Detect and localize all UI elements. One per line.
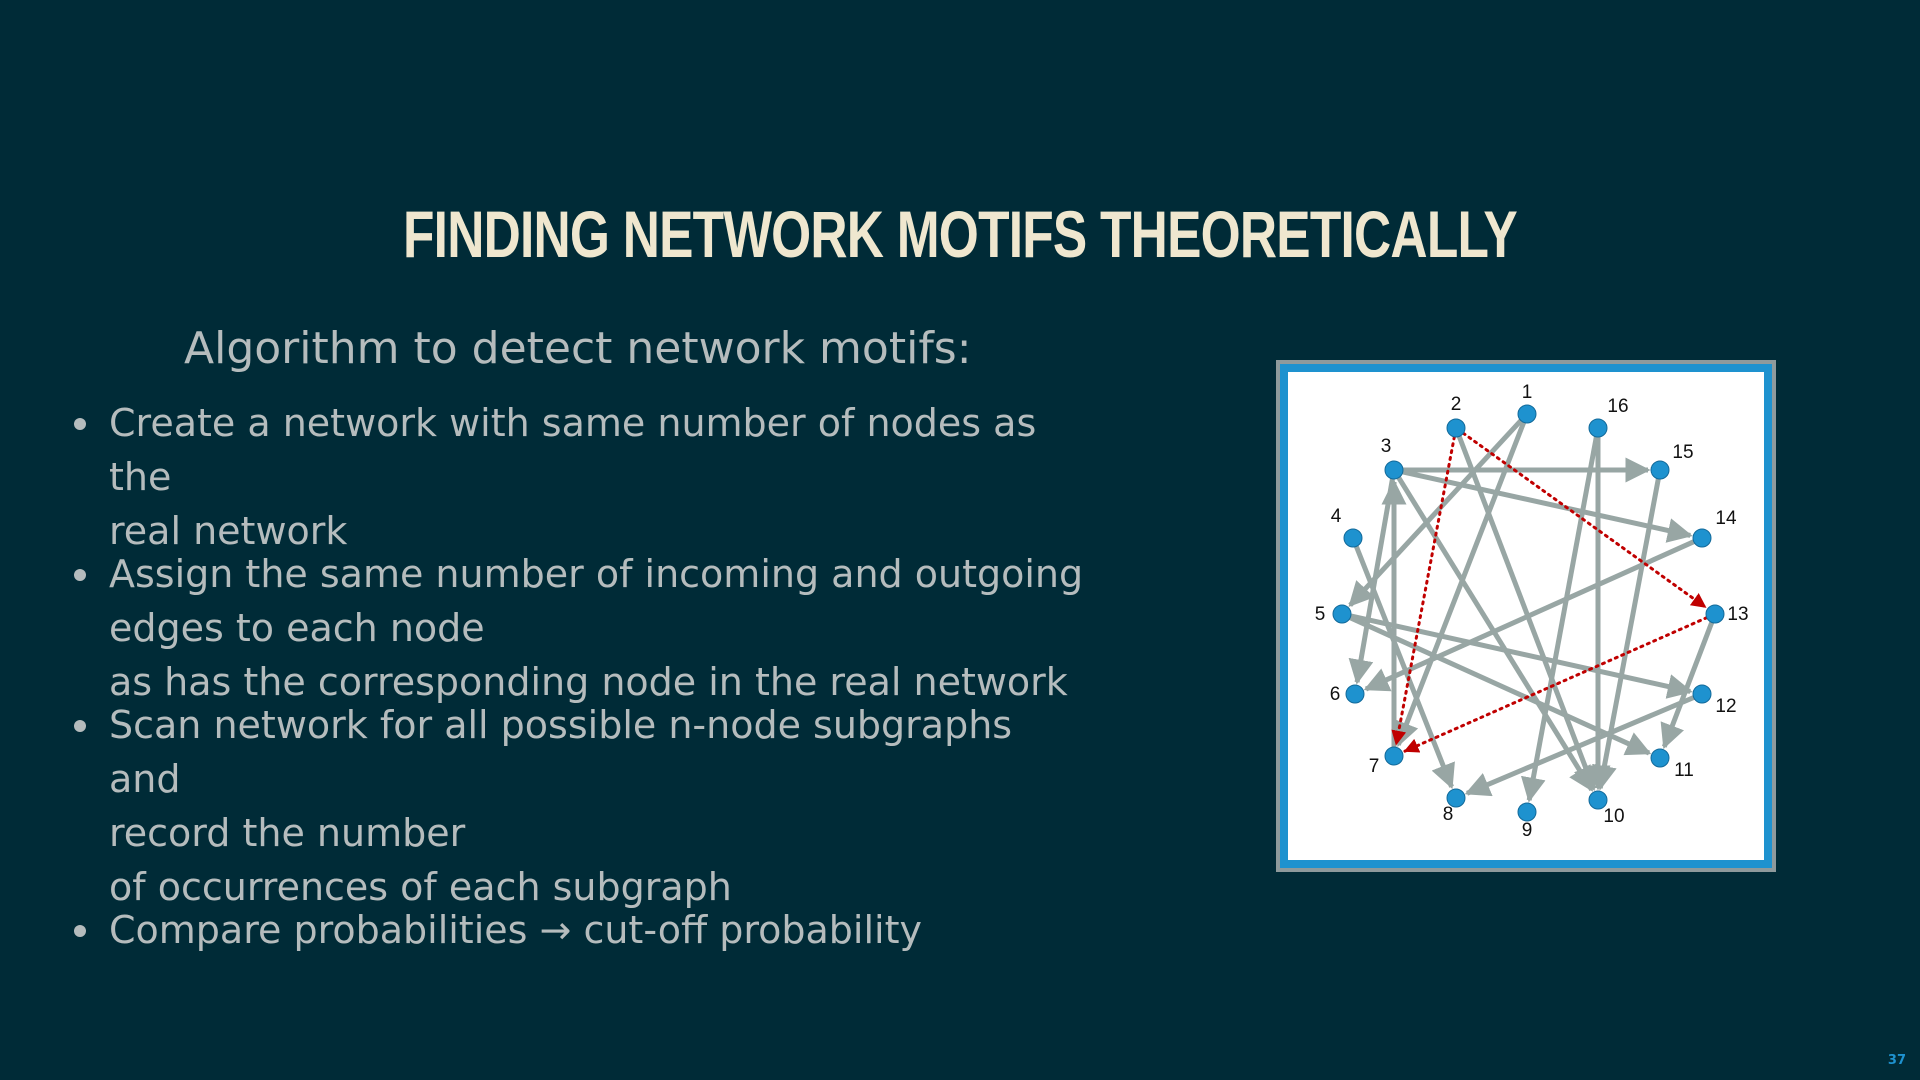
bullet-line: Compare probabilities → cut-off probabil… xyxy=(109,908,922,952)
bullet-line: of occurrences of each subgraph xyxy=(109,865,732,909)
bullet-line: real network xyxy=(109,509,348,553)
bullet-list: Create a network with same number of nod… xyxy=(70,396,1090,952)
node-2 xyxy=(1446,418,1466,438)
node-1 xyxy=(1517,404,1537,424)
bullet-item: Create a network with same number of nod… xyxy=(70,396,1090,558)
slide-subtitle: Algorithm to detect network motifs: xyxy=(184,323,972,374)
bullet-line: Create a network with same number of nod… xyxy=(109,401,1037,499)
page-number: 37 xyxy=(1887,1053,1906,1068)
node-4 xyxy=(1343,528,1363,548)
node-label-5: 5 xyxy=(1315,604,1326,625)
node-label-16: 16 xyxy=(1607,396,1628,417)
node-3 xyxy=(1384,460,1404,480)
node-label-15: 15 xyxy=(1672,442,1693,463)
bullet-item: Scan network for all possible n-node sub… xyxy=(70,698,1090,914)
node-7 xyxy=(1384,746,1404,766)
node-15 xyxy=(1650,460,1670,480)
edge-layer xyxy=(1348,418,1715,803)
edge-1-7 xyxy=(1394,421,1527,748)
node-label-6: 6 xyxy=(1330,684,1341,705)
highlight-edge-layer xyxy=(1391,431,1709,753)
edge-5-12 xyxy=(1350,613,1693,699)
node-label-4: 4 xyxy=(1331,506,1342,527)
node-6 xyxy=(1345,684,1365,704)
node-label-8: 8 xyxy=(1443,804,1454,825)
node-14 xyxy=(1692,528,1712,548)
node-label-9: 9 xyxy=(1522,820,1533,841)
node-12 xyxy=(1692,684,1712,704)
node-10 xyxy=(1588,790,1608,810)
node-11 xyxy=(1650,748,1670,768)
edge-3-10 xyxy=(1396,476,1594,792)
node-label-7: 7 xyxy=(1369,756,1380,777)
highlight-edge-13-7 xyxy=(1403,616,1709,753)
node-label-1: 1 xyxy=(1522,382,1533,403)
edge-14-6 xyxy=(1363,539,1695,692)
node-9 xyxy=(1517,802,1537,822)
bullet-item: Assign the same number of incoming and o… xyxy=(70,547,1090,709)
node-label-13: 13 xyxy=(1727,604,1748,625)
bullet-line: Scan network for all possible n-node sub… xyxy=(109,703,1013,801)
node-13 xyxy=(1705,604,1725,624)
highlight-edge-2-7 xyxy=(1391,435,1456,746)
node-label-11: 11 xyxy=(1674,760,1694,781)
bullet-item: Compare probabilities → cut-off probabil… xyxy=(70,903,1090,957)
edge-4-8 xyxy=(1353,545,1455,790)
edge-13-11 xyxy=(1660,621,1715,750)
node-label-2: 2 xyxy=(1451,394,1462,415)
edge-1-5 xyxy=(1348,418,1523,608)
bullet-line: record the number xyxy=(109,811,466,855)
node-label-12: 12 xyxy=(1715,696,1736,717)
slide-title: FINDING NETWORK MOTIFS THEORETICALLY xyxy=(403,197,1518,271)
node-16 xyxy=(1588,418,1608,438)
edge-16-9 xyxy=(1520,436,1599,803)
node-label-14: 14 xyxy=(1715,508,1737,529)
bullet-line: as has the corresponding node in the rea… xyxy=(109,660,1068,704)
highlight-edge-2-13 xyxy=(1461,431,1707,609)
edge-12-8 xyxy=(1464,695,1695,797)
edge-2-10 xyxy=(1456,435,1598,792)
node-8 xyxy=(1446,788,1466,808)
edge-5-11 xyxy=(1349,615,1652,756)
node-label-3: 3 xyxy=(1381,436,1392,457)
bullet-line: Assign the same number of incoming and o… xyxy=(109,552,1084,596)
edge-15-10 xyxy=(1592,478,1661,791)
node-label-10: 10 xyxy=(1603,806,1624,827)
bullet-line: edges to each node xyxy=(109,606,485,650)
node-5 xyxy=(1332,604,1352,624)
edge-3-14 xyxy=(1402,469,1693,543)
